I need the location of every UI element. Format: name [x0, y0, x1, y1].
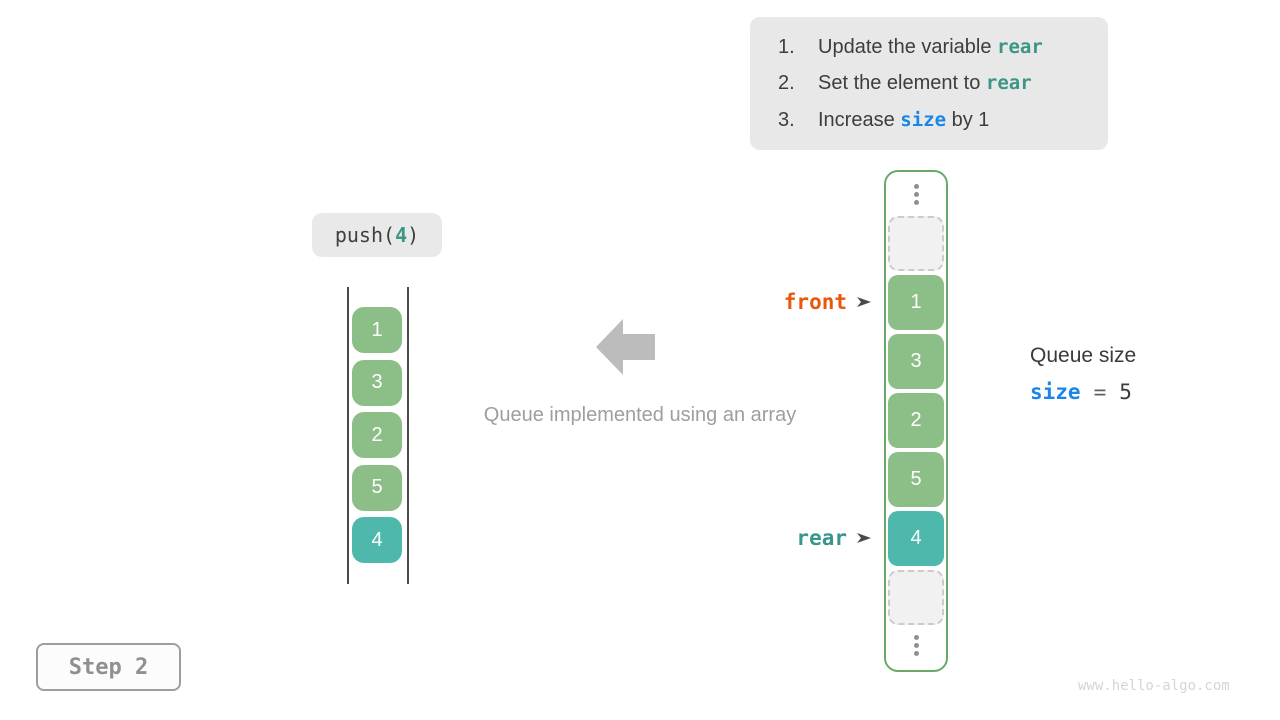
- queue-box: 1: [352, 307, 402, 353]
- instruction-number: 2.: [778, 72, 795, 95]
- instruction-item: 3. Increase size by 1: [778, 102, 1108, 139]
- array-cell: 2: [888, 392, 944, 448]
- code-token: rear: [997, 35, 1043, 58]
- queue-size-title: Queue size: [1030, 344, 1137, 367]
- array-cell-empty: [888, 215, 944, 271]
- queue-box: 3: [352, 359, 402, 406]
- instruction-text: Increase size by 1: [818, 108, 990, 131]
- size-variable: size: [1030, 380, 1081, 404]
- rear-pointer-label: rear: [796, 526, 847, 550]
- queue-size-expression: size = 5: [1030, 380, 1132, 404]
- queue-box: 5: [352, 464, 402, 511]
- instruction-item: 1. Update the variable rear: [778, 29, 1108, 66]
- left-queue: 1 3 2 5 4: [352, 307, 402, 563]
- array-cell-empty: [888, 569, 944, 625]
- diagram-caption: Queue implemented using an array: [483, 404, 797, 426]
- push-value: 4: [395, 223, 408, 247]
- instruction-number: 1.: [778, 35, 795, 58]
- queue-rail-right: [407, 287, 409, 584]
- watermark: www.hello-algo.com: [1078, 678, 1230, 694]
- instruction-item: 2. Set the element to rear: [778, 66, 1108, 103]
- equals-sign: =: [1093, 380, 1107, 404]
- step-badge: Step 2: [36, 643, 181, 691]
- array-cell: 5: [888, 451, 944, 507]
- array-cell: 4: [888, 510, 944, 566]
- left-block-arrow-icon: [596, 319, 655, 375]
- instruction-number: 3.: [778, 108, 795, 131]
- array-cell: 3: [888, 333, 944, 389]
- size-value: 5: [1119, 380, 1132, 404]
- instruction-text: Set the element to rear: [818, 72, 1032, 95]
- instruction-box: 1. Update the variable rear 2. Set the e…: [750, 17, 1108, 150]
- ellipsis-bottom-icon: [913, 635, 919, 656]
- instruction-text: Update the variable rear: [818, 35, 1043, 58]
- ellipsis-top-icon: [913, 184, 919, 205]
- queue-box: 2: [352, 412, 402, 458]
- push-operation-label: push(4): [312, 213, 442, 257]
- array-cell: 1: [888, 274, 944, 330]
- code-token: rear: [985, 72, 1032, 95]
- arrowhead-icon: [857, 533, 871, 543]
- code-token: size: [900, 108, 947, 131]
- step-label: Step 2: [68, 654, 149, 680]
- arrowhead-icon: [857, 297, 871, 307]
- front-pointer: front: [696, 285, 872, 319]
- queue-box: 4: [352, 517, 402, 563]
- rear-pointer: rear: [696, 521, 872, 555]
- queue-rail-left: [347, 287, 349, 584]
- front-pointer-label: front: [783, 290, 847, 314]
